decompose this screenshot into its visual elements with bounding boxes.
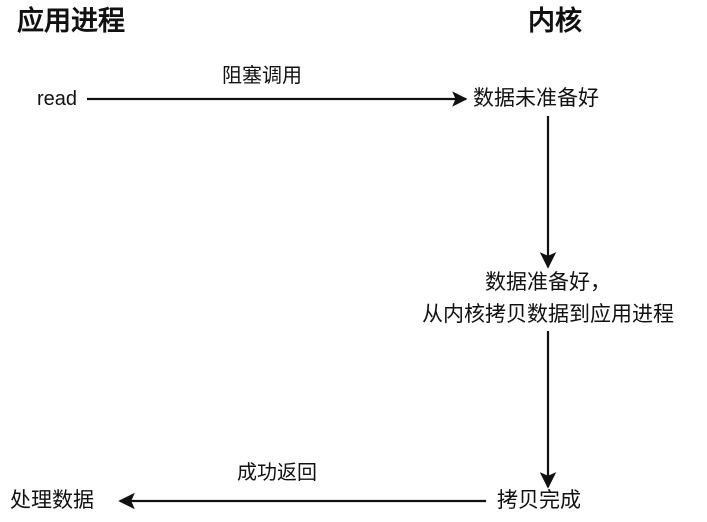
node-data-ready-line1: 数据准备好， [485, 271, 611, 294]
edge-label-blocking-call: 阻塞调用 [222, 65, 302, 87]
node-data-ready-line2: 从内核拷贝数据到应用进程 [422, 303, 674, 326]
node-copy-done: 拷贝完成 [497, 489, 581, 512]
node-process-data: 处理数据 [10, 489, 94, 512]
node-read-call: read [37, 88, 78, 110]
node-data-not-ready: 数据未准备好 [473, 87, 599, 110]
column-title-kernel: 内核 [528, 6, 582, 36]
column-title-application-process: 应用进程 [17, 6, 125, 36]
edge-label-success-return: 成功返回 [237, 462, 317, 484]
